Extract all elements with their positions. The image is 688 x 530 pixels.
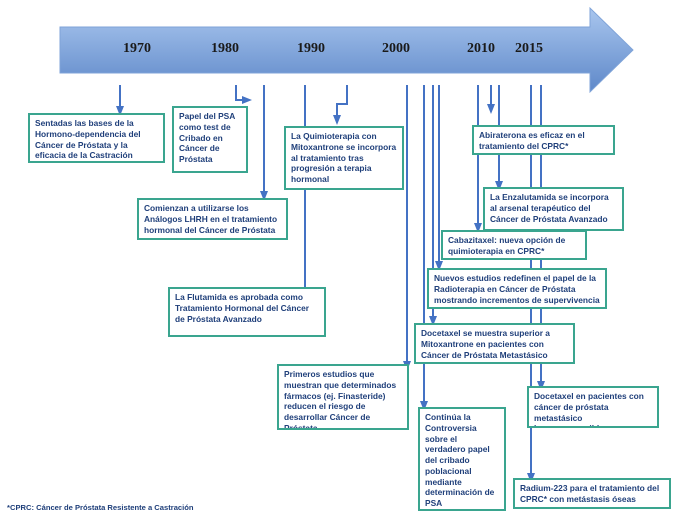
event-box-6: Primeros estudios que muestran que deter… <box>277 364 409 430</box>
event-box-9: Nuevos estudios redefinen el papel de la… <box>427 268 607 309</box>
year-label-1970: 1970 <box>123 41 151 56</box>
year-label-2015: 2015 <box>515 41 543 56</box>
event-box-12: Abiraterona es eficaz en el tratamiento … <box>472 125 615 155</box>
event-box-8: Docetaxel se muestra superior a Mitoxant… <box>414 323 575 364</box>
event-box-1: Sentadas las bases de la Hormono-depende… <box>28 113 165 163</box>
footnote: *CPRC: Cáncer de Próstata Resistente a C… <box>7 503 194 512</box>
event-box-5: La Flutamida es aprobada como Tratamient… <box>168 287 326 337</box>
event-box-14: Radium-223 para el tratamiento del CPRC*… <box>513 478 671 509</box>
connector-e2 <box>235 85 252 104</box>
event-box-7: Continúa la Controversia sobre el verdad… <box>418 407 506 511</box>
timeline-arrow <box>59 6 634 94</box>
event-box-4: Comienzan a utilizarse los Análogos LHRH… <box>137 198 288 240</box>
year-label-2000: 2000 <box>382 41 410 56</box>
connector-e3 <box>333 85 348 125</box>
year-label-1980: 1980 <box>211 41 239 56</box>
event-box-11: La Enzalutamida se incorpora al arsenal … <box>483 187 624 231</box>
year-label-1990: 1990 <box>297 41 325 56</box>
year-label-2010: 2010 <box>467 41 495 56</box>
event-box-13: Docetaxel en pacientes con cáncer de pró… <box>527 386 659 428</box>
event-box-2: Papel del PSA como test de Cribado en Cá… <box>172 106 248 173</box>
event-box-3: La Quimioterapia con Mitoxantrone se inc… <box>284 126 404 190</box>
event-box-10: Cabazitaxel: nueva opción de quimioterap… <box>441 230 587 260</box>
